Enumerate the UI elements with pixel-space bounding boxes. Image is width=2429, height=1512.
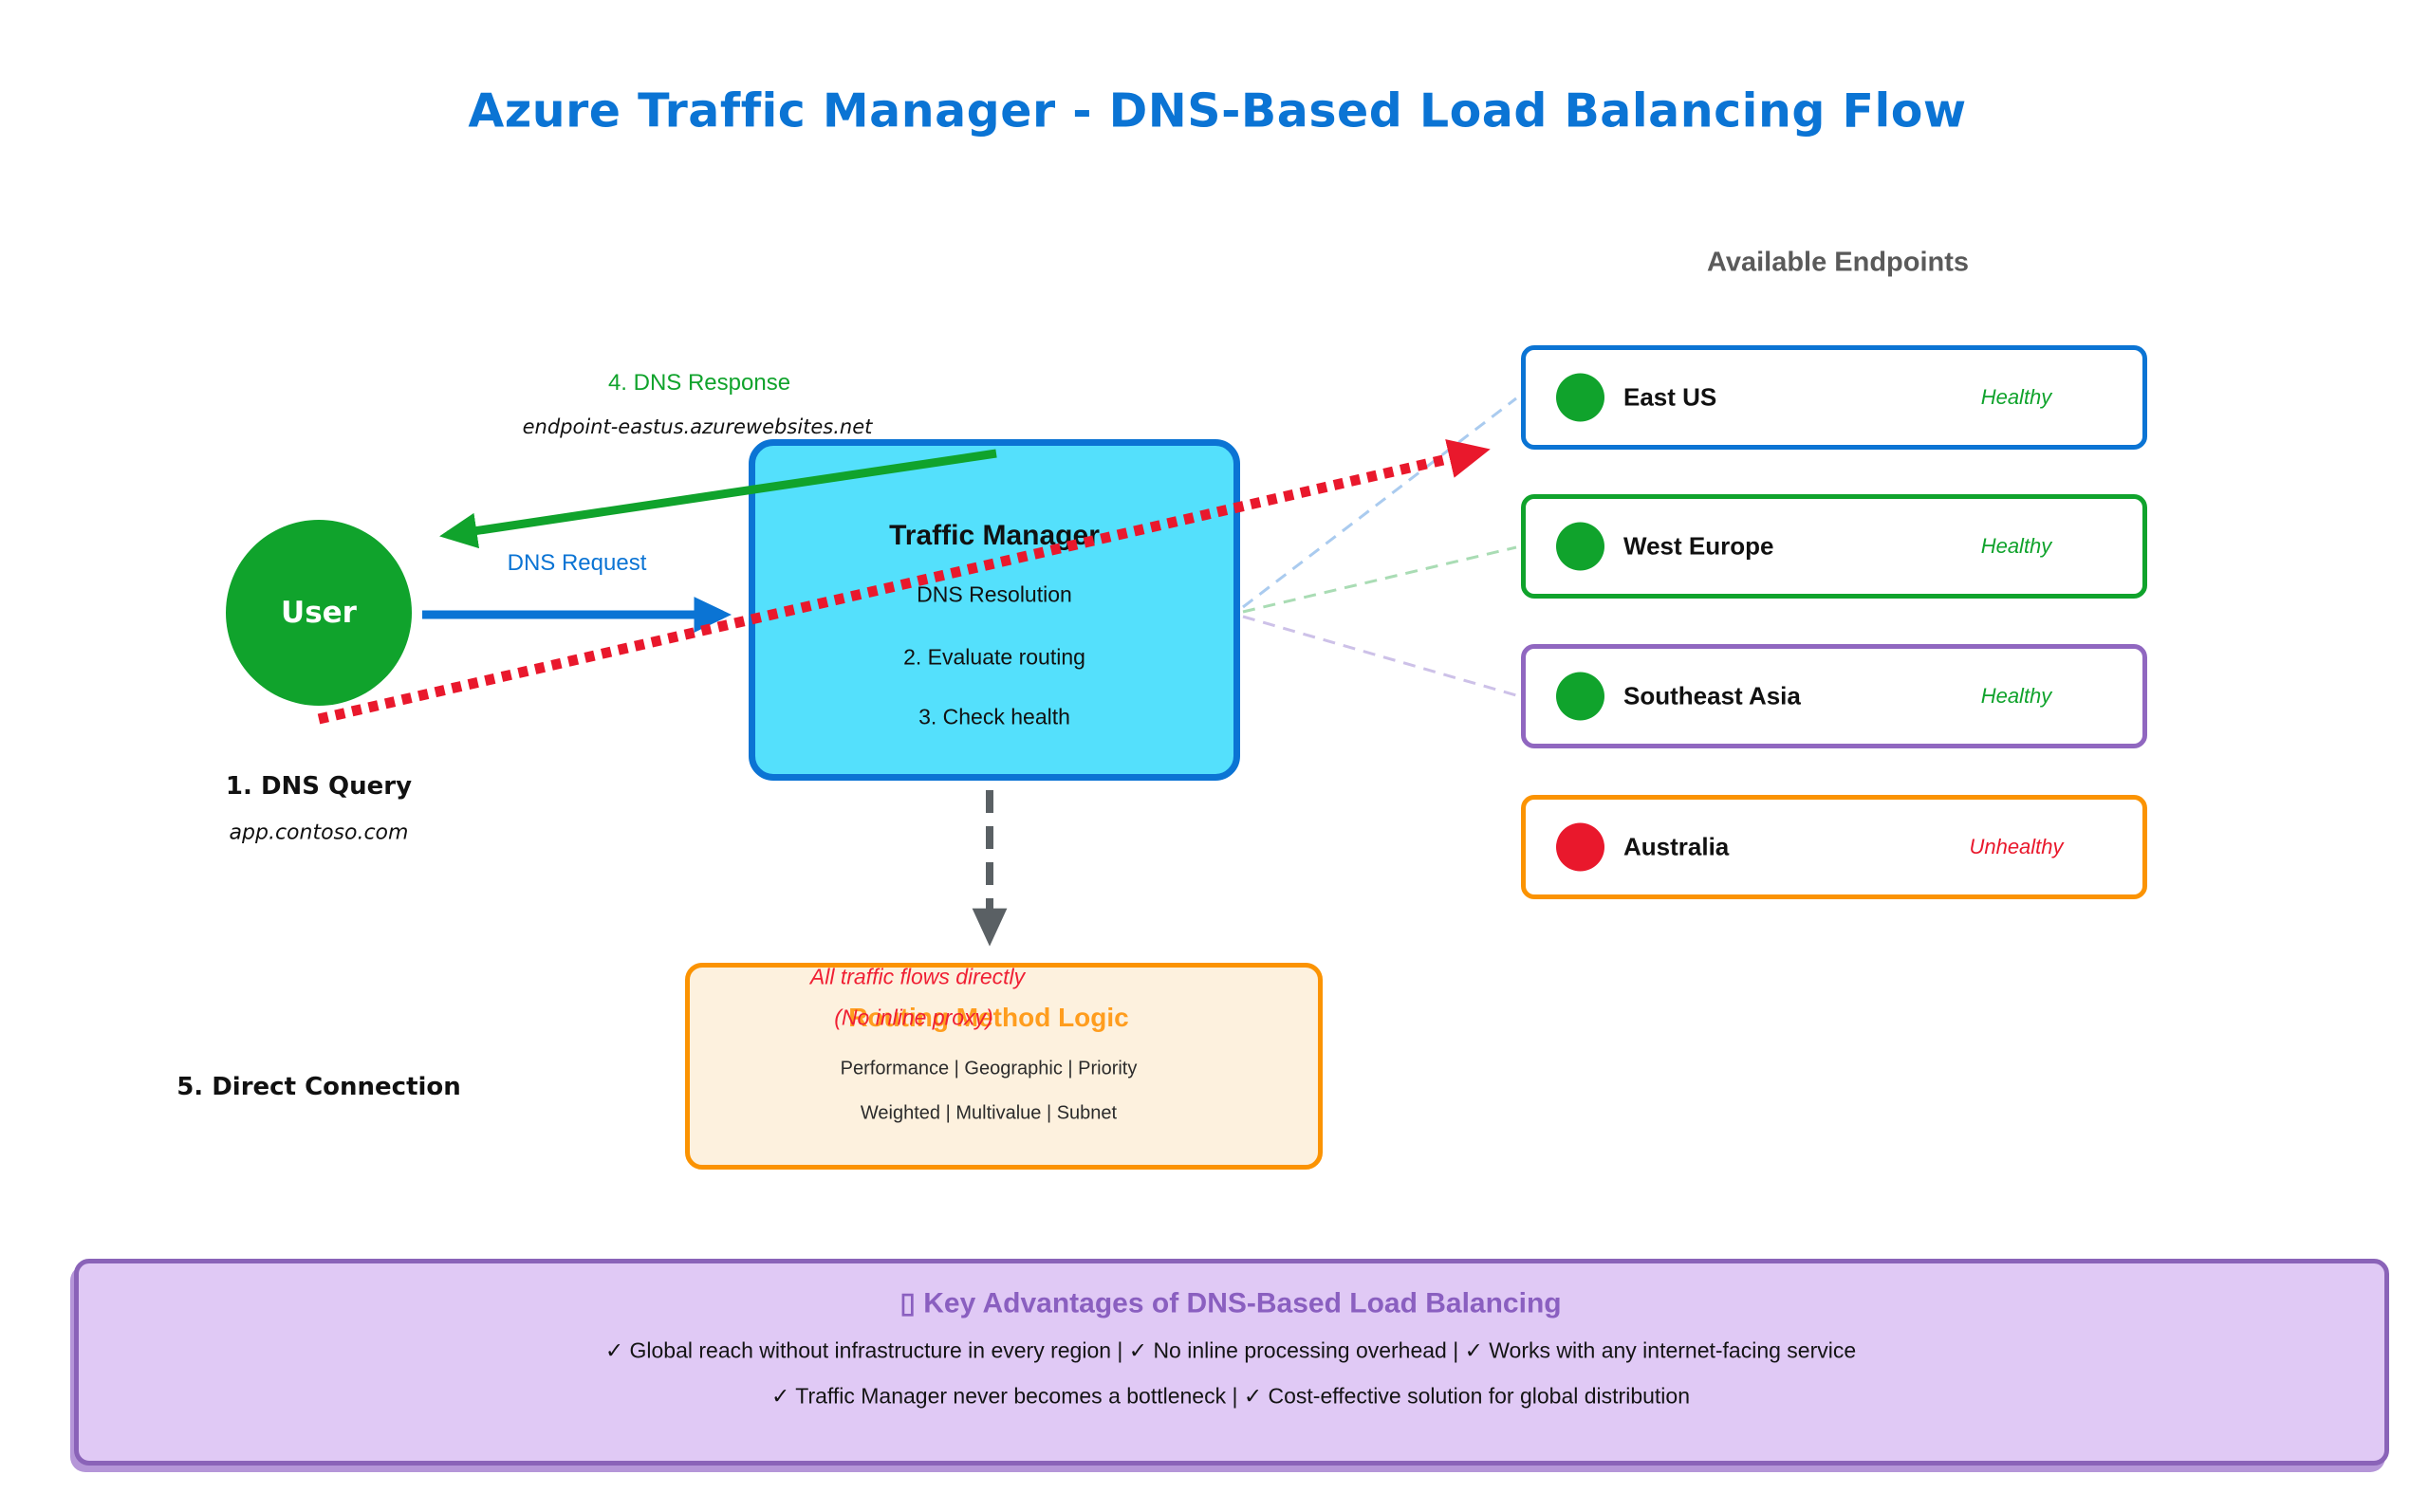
routing-methods-line1: Performance | Geographic | Priority	[840, 1058, 1138, 1079]
endpoint-link-west-europe	[1242, 545, 1517, 614]
endpoint-card-southeast-asia: Southeast Asia Healthy	[1521, 644, 2147, 748]
traffic-manager-node: Traffic Manager DNS Resolution 2. Evalua…	[749, 439, 1240, 781]
endpoint-name: East US	[1623, 382, 1717, 412]
endpoint-status: Healthy	[1980, 534, 2052, 558]
user-label: User	[281, 596, 357, 630]
health-dot-icon	[1556, 373, 1604, 422]
endpoint-name: West Europe	[1623, 531, 1774, 561]
dns-request-label: DNS Request	[507, 550, 647, 576]
routing-box-title: Routing Method Logic	[848, 1003, 1129, 1032]
key-icon: ▯	[899, 1287, 916, 1319]
dns-query-domain-label: app.contoso.com	[229, 821, 409, 845]
endpoint-status: Healthy	[1980, 385, 2052, 409]
dns-response-label: 4. DNS Response	[607, 370, 791, 396]
health-dot-icon	[1556, 672, 1604, 721]
endpoint-status: Healthy	[1980, 684, 2052, 708]
endpoint-name: Australia	[1623, 832, 1730, 861]
advantages-line1: ✓ Global reach without infrastructure in…	[604, 1337, 1857, 1363]
routing-note-line2: (No inline proxy)	[834, 1005, 993, 1030]
dns-query-step-label: 1. DNS Query	[225, 772, 413, 801]
endpoint-card-west-europe: West Europe Healthy	[1521, 494, 2147, 599]
advantages-line2: ✓ Traffic Manager never becomes a bottle…	[771, 1383, 1690, 1409]
endpoint-link-southeast-asia	[1242, 615, 1517, 697]
user-node: User	[226, 520, 412, 706]
direct-connection-label: 5. Direct Connection	[176, 1073, 461, 1101]
traffic-manager-title: Traffic Manager	[889, 520, 1100, 551]
routing-methods-line2: Weighted | Multivalue | Subnet	[860, 1102, 1118, 1124]
endpoint-card-east-us: East US Healthy	[1521, 345, 2147, 450]
endpoint-link-east-us	[1242, 396, 1517, 609]
tm-step-dns-resolution: DNS Resolution	[917, 581, 1072, 607]
endpoint-status: Unhealthy	[1969, 835, 2064, 858]
routing-method-node	[685, 963, 1323, 1170]
endpoints-heading: Available Endpoints	[1706, 247, 1970, 278]
page-title: Azure Traffic Manager - DNS-Based Load B…	[468, 83, 1967, 138]
endpoint-card-australia: Australia Unhealthy	[1521, 795, 2147, 899]
tm-step-check-health: 3. Check health	[918, 704, 1070, 729]
advantages-title-text: Key Advantages of DNS-Based Load Balanci…	[915, 1287, 1562, 1319]
advantages-panel	[74, 1259, 2389, 1466]
health-dot-icon	[1556, 822, 1604, 872]
health-dot-icon	[1556, 522, 1604, 571]
routing-note-line1: All traffic flows directly	[809, 964, 1026, 989]
dns-response-value-label: endpoint-eastus.azurewebsites.net	[522, 415, 873, 438]
tm-step-evaluate-routing: 2. Evaluate routing	[903, 644, 1085, 670]
endpoint-name: Southeast Asia	[1623, 681, 1801, 710]
advantages-title: ▯ Key Advantages of DNS-Based Load Balan…	[899, 1287, 1561, 1320]
